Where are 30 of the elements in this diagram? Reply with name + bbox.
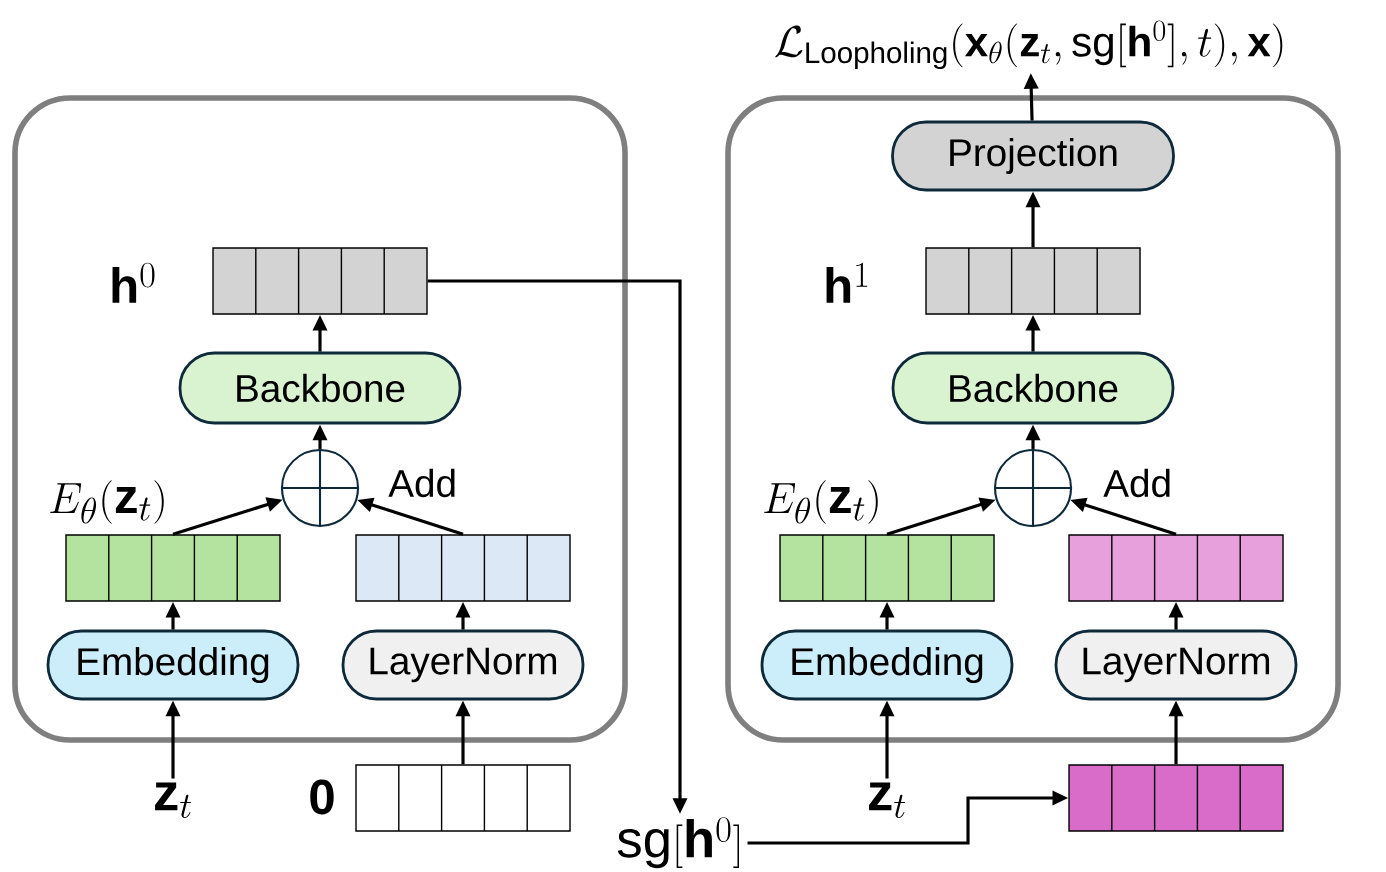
math-label: $\mathbf{h}^{1}$ [826,262,868,303]
module-frame [12,95,628,743]
module-frame [725,95,1341,743]
rounded-box: Backbone [178,351,462,425]
add-symbol [280,448,360,528]
math-label: $\mathbf{h}^{0}$ [112,262,155,303]
vector-box [779,534,995,602]
math-label: $E_\theta(\mathbf{z}_t)$ [764,480,878,524]
add-symbol [993,448,1073,528]
rounded-box: Embedding [46,629,300,701]
rounded-box: Embedding [760,629,1014,701]
vector-box [65,534,281,602]
rounded-box: Backbone [891,351,1175,425]
add-label: Add [1103,468,1170,498]
vector-box [355,534,571,602]
vector-box [212,247,428,315]
rounded-box: LayerNorm [1054,629,1298,701]
rounded-box: Projection [891,120,1175,192]
math-label: $\mathbf{z}_t$ [155,782,192,818]
rounded-box: LayerNorm [341,629,585,701]
vector-box [1068,764,1284,832]
math-label: $\mathbf{z}_t$ [869,782,906,818]
math-label: $E_\theta(\mathbf{z}_t)$ [50,480,164,524]
vector-box [1068,534,1284,602]
math-label: $\mathrm{sg}[\mathbf{h}^{0}]$ [617,817,739,869]
math-label: $\mathbf{0}$ [310,779,334,815]
vector-box [925,247,1141,315]
vector-box [355,764,571,832]
math-label: $\mathcal{L}_{\mathrm{Loopholing}}(\mathbf{x}_\theta(\mathbf{z}_t,\mathrm{sg}[\mathbf{h}^{0}],t),\mathbf{x})$ [775,20,1283,70]
add-label: Add [388,468,455,498]
